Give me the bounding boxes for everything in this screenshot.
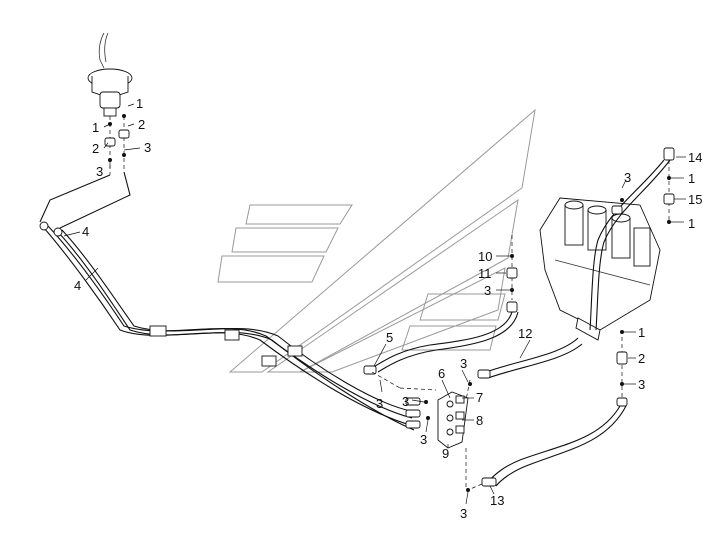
- callout-13: 13: [490, 493, 504, 508]
- callout-14: 14: [688, 150, 702, 165]
- callout-11: 11: [478, 266, 492, 281]
- callout-3-valve: 3: [624, 170, 631, 185]
- callout-3-manifold-left: 3: [402, 394, 409, 409]
- callout-12: 12: [518, 326, 532, 341]
- callout-1-right-lower: 1: [688, 216, 695, 231]
- callout-3-manifold-bottom: 3: [420, 432, 427, 447]
- callout-3-left: 3: [376, 396, 383, 411]
- callout-1-lower-right: 1: [638, 325, 645, 340]
- callout-1-joystick-upper: 1: [136, 96, 143, 111]
- leader-lines: [63, 103, 686, 505]
- callout-2-joystick-right: 2: [138, 117, 145, 132]
- callout-6: 6: [438, 366, 445, 381]
- callout-4-hose-lower: 4: [74, 278, 81, 293]
- manifold-block: [371, 371, 472, 449]
- callout-2-lower-right: 2: [638, 351, 645, 366]
- callout-15: 15: [688, 192, 702, 207]
- hose-12: [477, 337, 583, 379]
- callout-2-joystick-left: 2: [92, 141, 99, 156]
- callout-3-stack: 3: [484, 283, 491, 298]
- callout-3-joystick-left: 3: [96, 164, 103, 179]
- callout-3-bottom: 3: [460, 506, 467, 521]
- callout-1-right-upper: 1: [688, 171, 695, 186]
- callout-7: 7: [476, 390, 483, 405]
- callout-4-hose-upper: 4: [82, 224, 89, 239]
- fitting-stack-10-11: [363, 235, 519, 375]
- valve-fittings-right: [589, 147, 675, 331]
- pilot-joystick: [87, 32, 133, 117]
- callout-5: 5: [386, 330, 393, 345]
- watermark-logo: [217, 108, 536, 373]
- callout-3-manifold-top: 3: [460, 356, 467, 371]
- callout-1-joystick-left: 1: [92, 120, 99, 135]
- callout-10: 10: [478, 249, 492, 264]
- callout-labels: 1 1 2 2 3 3 4 4 14 1 15 1 3 10 11 3 12 5…: [74, 96, 702, 521]
- callout-3-lower-right: 3: [638, 377, 645, 392]
- hose-clamps: [149, 325, 303, 367]
- callout-3-joystick-right: 3: [144, 140, 151, 155]
- joystick-fittings: [104, 114, 130, 175]
- callout-9: 9: [442, 446, 449, 461]
- callout-8: 8: [476, 413, 483, 428]
- fitting-stack-lower-right: [465, 330, 628, 492]
- pilot-hoses: [39, 171, 421, 431]
